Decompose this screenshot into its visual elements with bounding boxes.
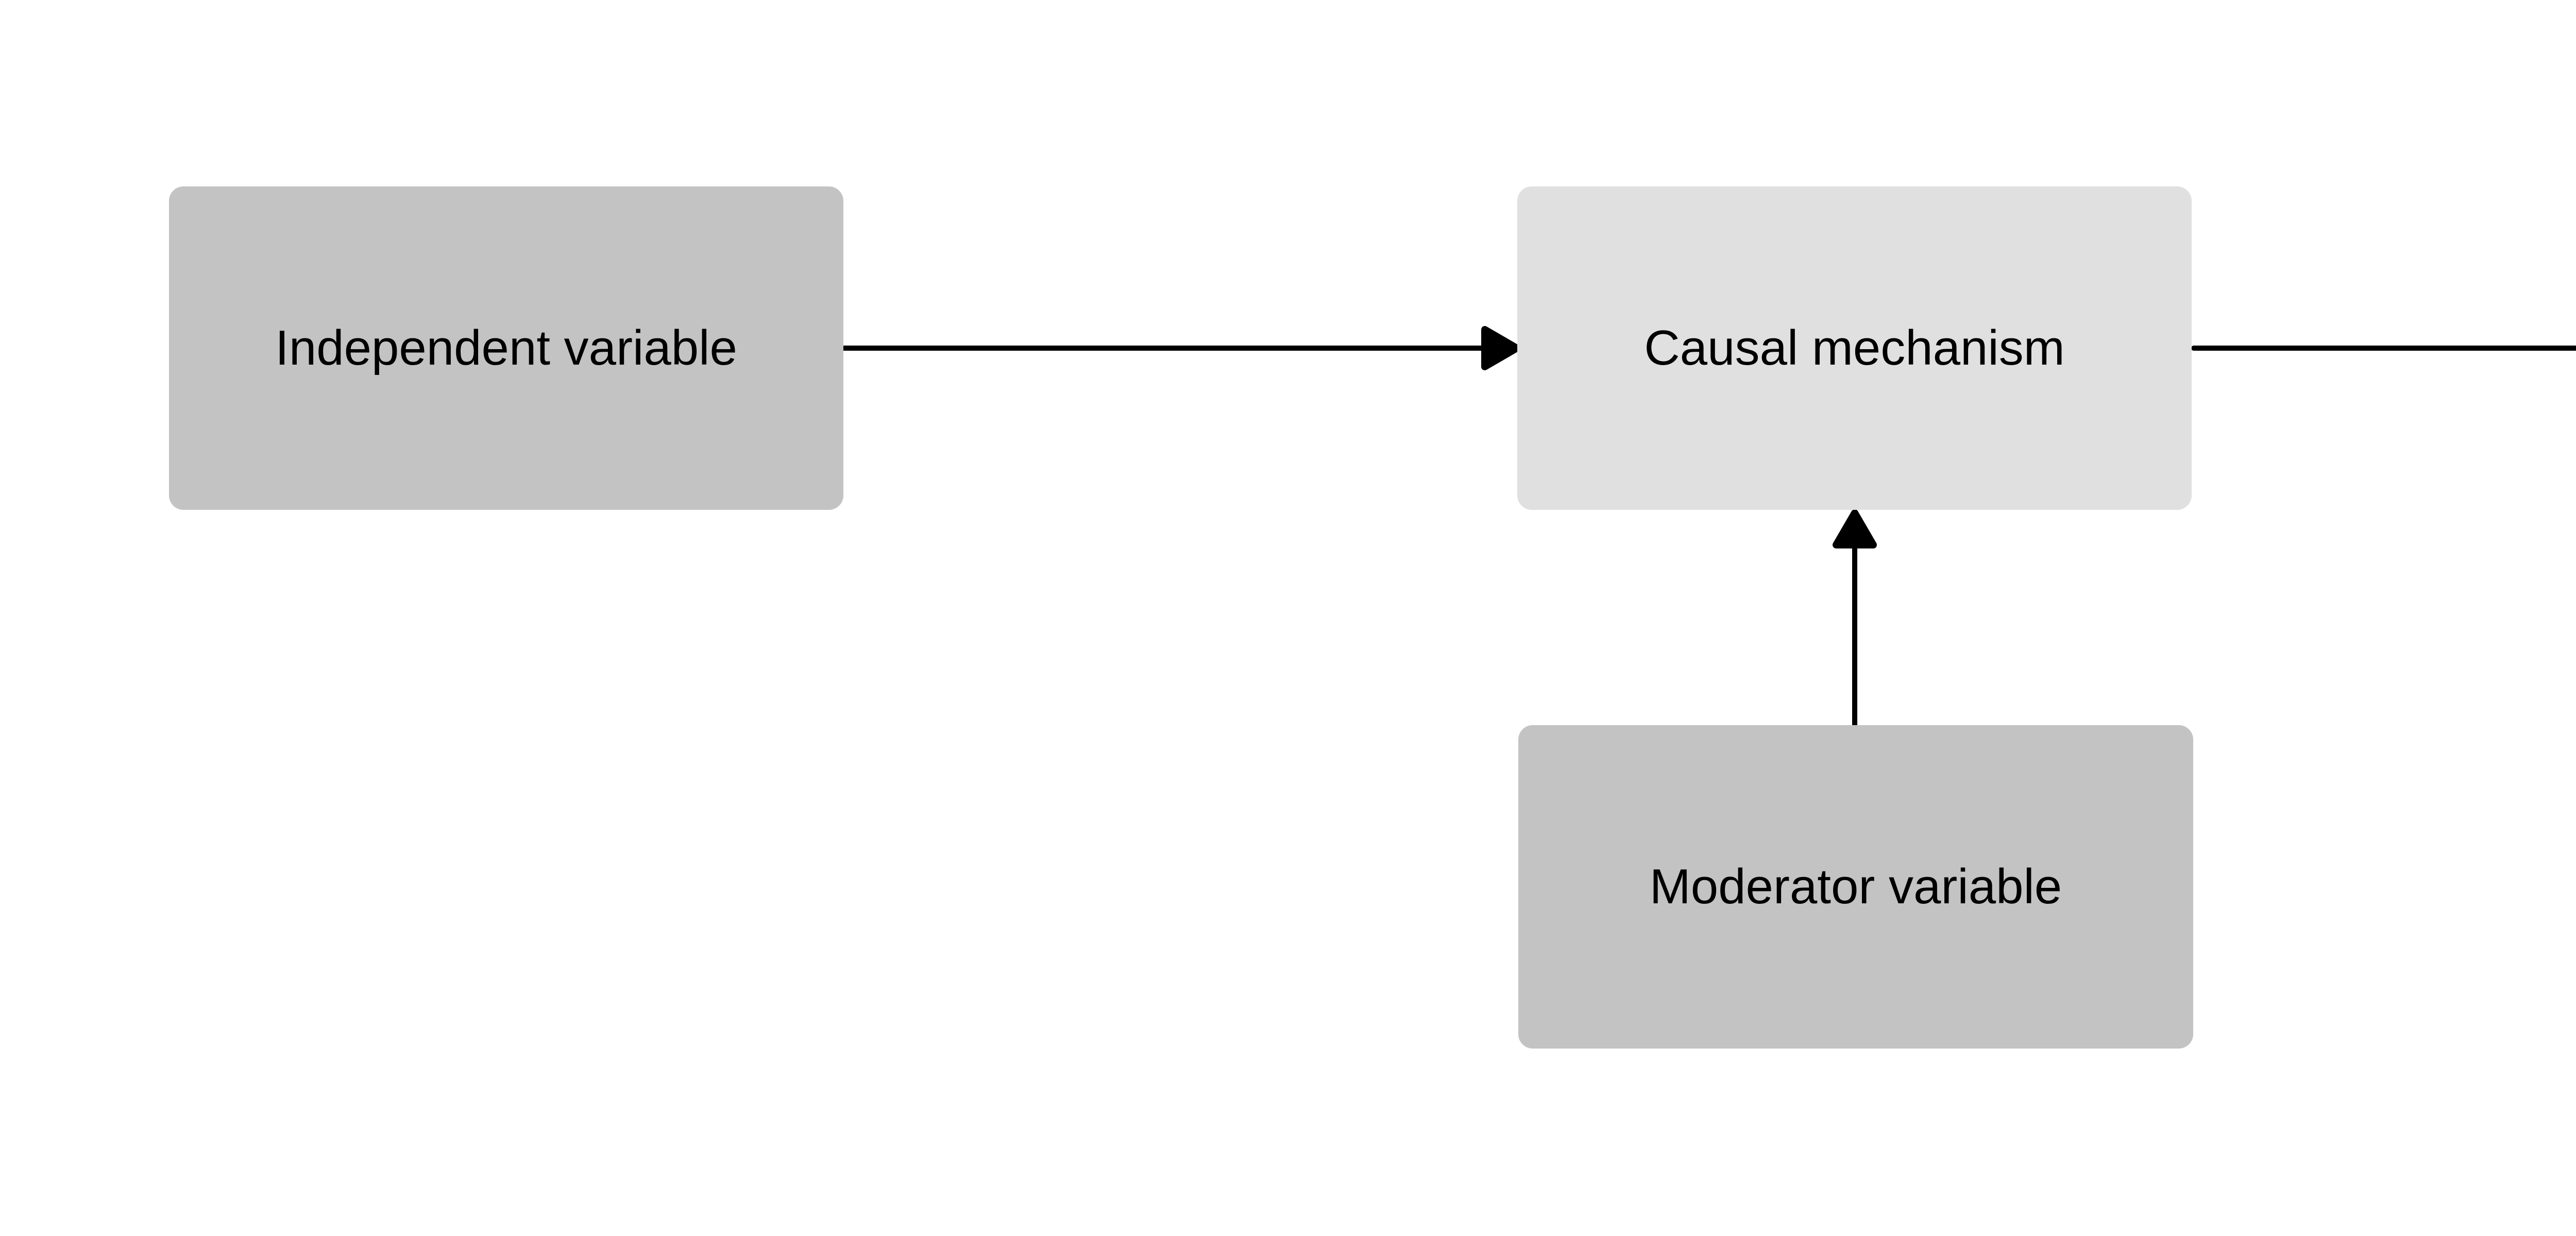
node-independent-variable: Independent variable bbox=[169, 186, 843, 510]
node-causal-mechanism: Causal mechanism bbox=[1517, 186, 2192, 510]
edge-moderator-to-mechanism bbox=[1833, 509, 1877, 728]
edge-independent-to-mechanism bbox=[841, 326, 1520, 370]
edge-moderator-to-mechanism-arrowhead-icon bbox=[1833, 509, 1877, 548]
node-moderator-variable: Moderator variable bbox=[1518, 725, 2193, 1049]
node-causal-mechanism-label: Causal mechanism bbox=[1644, 320, 2065, 376]
node-moderator-variable-label: Moderator variable bbox=[1649, 859, 2062, 915]
edge-mechanism-to-dependent bbox=[2191, 346, 2576, 351]
edge-independent-to-mechanism-arrowhead-icon bbox=[1481, 326, 1520, 370]
node-independent-variable-label: Independent variable bbox=[275, 320, 737, 376]
